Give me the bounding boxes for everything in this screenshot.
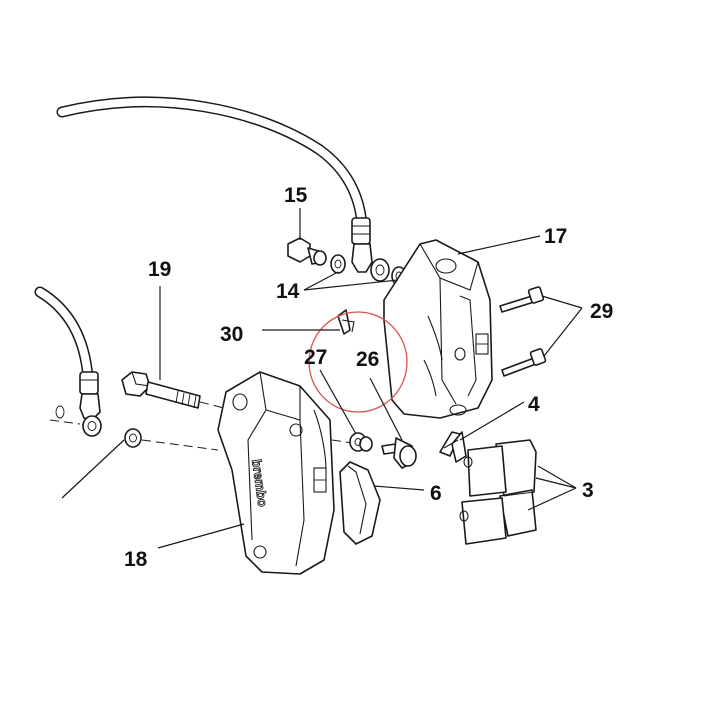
- callout-18: 18: [124, 548, 148, 571]
- caliper-bolt-19: [121, 371, 233, 411]
- brake-pads-3: [459, 439, 537, 545]
- highlight-circle: [308, 311, 408, 413]
- pad-clip-30: [337, 309, 355, 335]
- banjo-bolt-15: [287, 237, 327, 266]
- brake-hose-lower: [34, 286, 102, 437]
- callout-27: 27: [304, 346, 327, 369]
- pad-pins-29: [499, 286, 547, 377]
- callout-4: 4: [528, 393, 540, 416]
- callout-19: 19: [148, 258, 171, 281]
- brake-caliper-17: [383, 239, 493, 419]
- callout-26: 26: [356, 348, 379, 371]
- washer-left: [124, 428, 219, 451]
- callout-17: 17: [544, 225, 567, 248]
- pad-cover-6: [339, 461, 381, 545]
- callout-labels: 15 14 17 19 29 30 27 26 4 3 6 18: [124, 184, 613, 571]
- callout-30: 30: [220, 323, 243, 346]
- callout-3: 3: [582, 479, 594, 502]
- brake-hose-upper: [56, 96, 390, 282]
- plug-26: [381, 437, 417, 469]
- pad-spring-4: [439, 431, 467, 463]
- bleeder-27: [349, 432, 373, 452]
- caliper-brand-lettering: brembo: [249, 458, 270, 507]
- callout-14: 14: [276, 280, 300, 303]
- leader-lines: [61, 208, 583, 549]
- brake-caliper-18: brembo: [217, 371, 361, 575]
- callout-15: 15: [284, 184, 308, 207]
- callout-6: 6: [430, 482, 442, 505]
- callout-29: 29: [590, 300, 613, 323]
